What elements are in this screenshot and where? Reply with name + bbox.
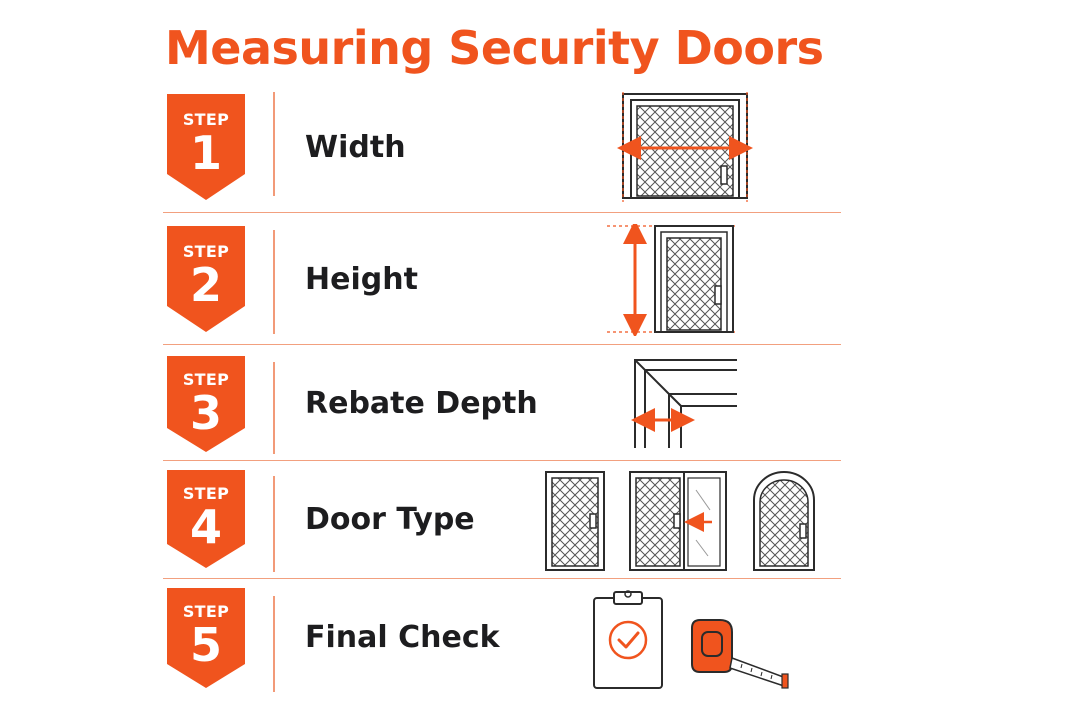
step-1-word: STEP <box>182 110 230 129</box>
step-5-number: 5 <box>189 618 222 672</box>
door-width-measure-icon <box>617 92 753 202</box>
step-3-label: Rebate Depth <box>305 386 538 421</box>
step-5-word: STEP <box>182 602 230 621</box>
divider-line-4 <box>163 578 841 579</box>
step-4-number: 4 <box>189 500 222 554</box>
step-1-row: STEP 1 Width <box>0 92 1080 212</box>
step-3-row: STEP 3 Rebate Depth <box>0 356 1080 462</box>
step-5-label: Final Check <box>305 620 500 655</box>
sliding-door-icon <box>629 471 727 571</box>
step-2-divider <box>273 230 275 334</box>
clipboard-check-icon <box>593 590 663 689</box>
divider-line-2 <box>163 344 841 345</box>
step-4-word: STEP <box>182 484 230 503</box>
step-2-badge: STEP 2 <box>167 226 245 332</box>
step-3-word: STEP <box>182 370 230 389</box>
divider-line-3 <box>163 460 841 461</box>
door-types-icon <box>545 471 815 571</box>
door-height-measure-icon <box>607 224 735 336</box>
arched-door-icon <box>753 471 815 571</box>
step-1-badge: STEP 1 <box>167 94 245 200</box>
step-4-label: Door Type <box>305 502 475 537</box>
step-5-row: STEP 5 Final Check <box>0 588 1080 698</box>
tape-measure-icon <box>691 619 789 689</box>
step-3-badge: STEP 3 <box>167 356 245 452</box>
step-4-divider <box>273 476 275 572</box>
divider-line-1 <box>163 212 841 213</box>
step-2-label: Height <box>305 262 418 297</box>
checklist-tape-icon <box>593 590 789 689</box>
step-1-number: 1 <box>189 126 222 180</box>
step-1-label: Width <box>305 130 406 165</box>
rebate-depth-icon <box>631 359 737 448</box>
step-3-divider <box>273 362 275 454</box>
step-1-divider <box>273 92 275 196</box>
step-2-row: STEP 2 Height <box>0 224 1080 344</box>
step-5-badge: STEP 5 <box>167 588 245 688</box>
page-title: Measuring Security Doors <box>165 21 824 75</box>
step-3-number: 3 <box>189 386 222 440</box>
step-5-divider <box>273 596 275 692</box>
hinged-door-icon <box>545 471 605 571</box>
step-4-row: STEP 4 Door Type <box>0 470 1080 578</box>
step-2-number: 2 <box>189 258 222 312</box>
step-2-word: STEP <box>182 242 230 261</box>
step-4-badge: STEP 4 <box>167 470 245 568</box>
